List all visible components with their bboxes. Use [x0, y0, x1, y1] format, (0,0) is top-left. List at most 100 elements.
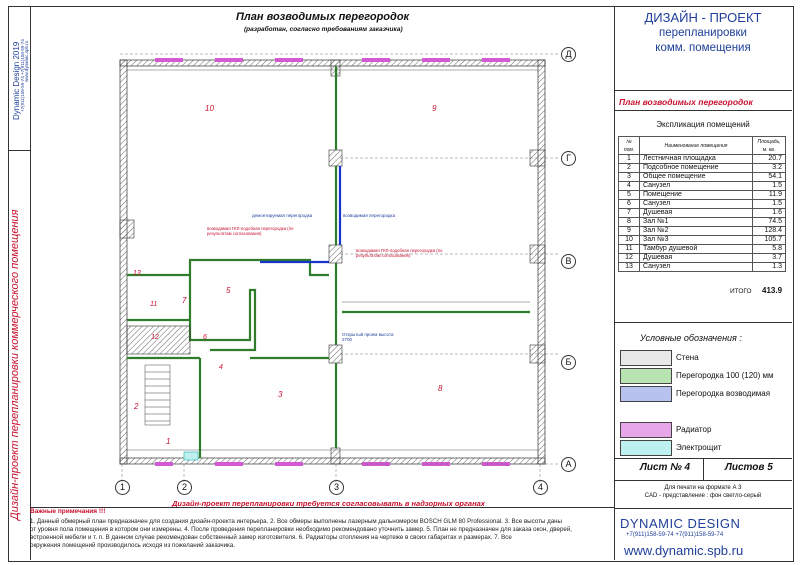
axis-row-marker: В	[561, 254, 576, 269]
room-name: Общее помещение	[639, 172, 753, 182]
stair-core-wall	[126, 325, 191, 355]
room-name: Помещение	[639, 190, 753, 200]
legend-swatch-partition	[620, 368, 672, 384]
room-label: 7	[182, 296, 187, 305]
room-name: Тамбур душевой	[639, 244, 753, 254]
website-link[interactable]: www.dynamic.spb.ru	[624, 543, 744, 558]
room-label: 2	[134, 402, 139, 411]
room-name: Подсобное помещение	[639, 163, 753, 173]
panel-divider	[614, 322, 792, 323]
room-number: 3	[618, 172, 640, 182]
annotation-plasterboard-right: возводимая ГКЛ-подобная перегородка (по …	[356, 248, 443, 258]
room-number: 13	[618, 262, 640, 272]
room-label: 12	[151, 334, 159, 341]
radiator	[482, 58, 510, 62]
room-name: Зал №1	[639, 217, 753, 227]
print-note: Для печати на формате А 3	[664, 485, 742, 491]
room-label: 6	[203, 334, 207, 341]
room-label: 9	[432, 104, 437, 113]
room-area: 128.4	[752, 226, 786, 236]
room-area: 54.1	[752, 172, 786, 182]
room-number: 7	[618, 208, 640, 218]
note-line: 1. Данный обмерный план предназначен для…	[30, 518, 563, 525]
panel-header-1: ДИЗАЙН - ПРОЕКТ	[644, 10, 762, 25]
radiator	[215, 462, 243, 466]
notes-heading: Важные примечания !!!	[30, 508, 106, 515]
room-number: 11	[618, 244, 640, 254]
radiator	[275, 462, 303, 466]
sheet-frame	[8, 6, 794, 562]
col-header: Наименование помещения	[639, 136, 753, 155]
sheet-title: План возводимых перегородок	[619, 97, 753, 107]
room-number: 9	[618, 226, 640, 236]
explication-title: Экспликация помещений	[656, 120, 750, 129]
right-panel	[614, 6, 793, 560]
room-label: 10	[205, 104, 214, 113]
total-label: ИТОГО	[730, 288, 752, 295]
room-area: 1.5	[752, 181, 786, 191]
sheet-number: Лист № 4	[640, 462, 691, 473]
legend-label: Радиатор	[676, 425, 712, 434]
floor-plan	[119, 53, 560, 482]
plan-subtitle: (разработан, согласно требованиям заказч…	[244, 26, 403, 33]
radiator	[215, 58, 243, 62]
axis-col-marker: 3	[329, 480, 344, 495]
room-label: 5	[226, 286, 231, 295]
legend-label: Стена	[676, 353, 699, 362]
column	[119, 219, 135, 239]
room-label: 4	[219, 364, 223, 371]
sheet-divider	[703, 458, 704, 480]
panel-header-3: комм. помещения	[655, 42, 751, 54]
room-area: 1.3	[752, 262, 786, 272]
radiator	[275, 58, 303, 62]
radiator	[155, 462, 173, 466]
room-area: 74.5	[752, 217, 786, 227]
room-number: 1	[618, 154, 640, 164]
room-label: 1	[166, 437, 171, 446]
axis-col-marker: 1	[115, 480, 130, 495]
room-name: Санузел	[639, 262, 753, 272]
room-name: Санузел	[639, 199, 753, 209]
axis-col-marker: 2	[177, 480, 192, 495]
axis-row-marker: Д	[561, 47, 576, 62]
left-band	[8, 6, 31, 560]
room-number: 4	[618, 181, 640, 191]
total-value: 413.9	[762, 286, 783, 295]
brand-site: www.dynamic.spb.ru	[24, 40, 29, 82]
plan-title: План возводимых перегородок	[236, 11, 410, 23]
notes-divider	[30, 507, 614, 508]
col-header: Площадь, м. кв.	[752, 136, 786, 155]
note-line: встроенной мебели и т. п. В данном случа…	[30, 534, 512, 541]
panel-divider	[614, 480, 792, 481]
logo-phones: +7(911)158-59-74 +7(911)158-59-74	[626, 532, 724, 538]
panel-divider	[614, 90, 792, 91]
room-number: 2	[618, 163, 640, 173]
room-name: Зал №3	[639, 235, 753, 245]
room-area: 5.8	[752, 244, 786, 254]
project-title-vertical: Дизайн-проект перепланировки коммерческо…	[9, 209, 21, 520]
explication-table: № пом. Наименование помещения Площадь, м…	[618, 136, 786, 272]
panel-divider	[614, 508, 792, 509]
legend-label: Электрощит	[676, 443, 722, 452]
room-number: 8	[618, 217, 640, 227]
room-label: 3	[278, 390, 283, 399]
room-area: 3.2	[752, 163, 786, 173]
axis-col-marker: 4	[533, 480, 548, 495]
room-name: Санузел	[639, 181, 753, 191]
room-name: Душевая	[639, 208, 753, 218]
room-number: 12	[618, 253, 640, 263]
radiator	[422, 58, 450, 62]
panel-header-2: перепланировки	[659, 27, 747, 39]
room-name: Зал №2	[639, 226, 753, 236]
legend-swatch-wall	[620, 350, 672, 366]
axis-row-marker: Г	[561, 151, 576, 166]
